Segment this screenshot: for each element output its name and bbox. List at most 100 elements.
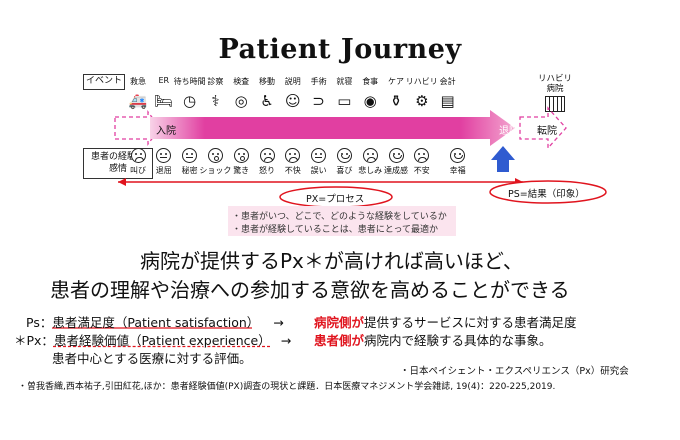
emotion-label: 誤い [310, 166, 327, 175]
ambulance-icon: 🚑 [128, 92, 148, 110]
headline-line-2: 患者の理解や治療への参加する意欲を高めることができる [50, 278, 570, 302]
event-label: 救急 [130, 77, 146, 86]
face-flat-icon [182, 147, 198, 163]
emotion-face-icon [448, 145, 468, 165]
headline-line-1: 病院が提供するPx＊が高ければ高いほど、 [140, 249, 523, 273]
exercise-bike-icon: ⚙ [415, 92, 429, 110]
reference-2: ・曽我香織,西本祐子,引田紅花,ほか：患者経験価値(PX)調査の現状と課題．日本… [18, 382, 556, 392]
face-mouth [134, 156, 144, 161]
doctor-icon: ☺ [284, 92, 301, 110]
emotion-label: 不快 [284, 166, 301, 175]
px-label: PX=プロセス [306, 194, 365, 205]
event-label: 診察 [207, 77, 224, 86]
face-frown-icon [362, 147, 378, 163]
face-smile-icon [450, 147, 466, 163]
reference-1: ・日本ペイシェント・エクスペリエンス（Px）研究会 [400, 366, 629, 377]
transfer-label: 転院 [537, 126, 557, 137]
emotion-label: 悲しみ [358, 166, 383, 175]
emotion-label: ショック [199, 166, 232, 175]
hospital-bed-icon: 🛏 [154, 92, 174, 110]
event-label: 会計 [439, 77, 456, 86]
event-label: 就寝 [336, 77, 353, 86]
event-label: ケア [388, 77, 404, 86]
event-label: ER [158, 76, 170, 85]
bed-icon: ▭ [337, 92, 352, 110]
emotion-face-icon [360, 145, 380, 165]
face-smile-icon [388, 147, 404, 163]
face-mouth [289, 156, 299, 161]
event-label: 食事 [362, 77, 379, 86]
event-row-label: イベント [83, 74, 125, 90]
ps-label: PS=結果（印象） [508, 189, 585, 200]
emotion-face-icon [309, 145, 329, 165]
face-mouth [263, 156, 273, 161]
emotion-label: 怒り [259, 166, 275, 175]
face-mouth [392, 154, 402, 159]
face-flat-icon [156, 147, 172, 163]
emotion-label: 驚き [233, 166, 250, 175]
clock-icon: ◷ [183, 92, 197, 110]
ps-ellipse [489, 180, 607, 204]
face-frown-icon [414, 147, 430, 163]
stethoscope-icon: ⚕ [211, 92, 220, 110]
meal-icon: ◉ [363, 92, 377, 110]
emotion-face-icon [128, 145, 148, 165]
emotion-label: 秘密 [181, 166, 198, 175]
rehab-hospital-label: リハビリ 病院 [537, 74, 572, 94]
px-description: 患者側が病院内で経験する具体的な事象。 [314, 333, 552, 348]
face-frown-icon [130, 147, 146, 163]
face-o-icon [233, 147, 249, 163]
emotion-face-icon [386, 145, 406, 165]
transfer-dashed-arrow [519, 106, 567, 150]
discharge-label: 退院 [499, 126, 519, 137]
emotion-label: 退屈 [155, 166, 172, 175]
emotion-label: 幸福 [449, 166, 466, 175]
ps-description: 病院側が提供するサービスに対する患者満足度 [314, 315, 577, 330]
face-smile-icon [336, 147, 352, 163]
face-mouth [213, 155, 219, 161]
event-label: 説明 [284, 77, 301, 86]
emotion-face-icon [154, 145, 174, 165]
px-question-2: ・患者が経験していることは、患者にとって最適か [232, 225, 439, 235]
scanner-icon: ◎ [234, 92, 248, 110]
event-label: 検査 [233, 77, 250, 86]
face-frown-icon [285, 147, 301, 163]
stomach-icon: ⊃ [312, 92, 325, 110]
event-label: 移動 [259, 77, 275, 86]
invoice-icon: ▤ [440, 92, 455, 110]
face-mouth [366, 156, 376, 161]
px-question-box [228, 206, 456, 236]
px-definition: ＊Px：患者経験価値（Patient experience） → [14, 333, 292, 348]
emotion-face-icon [334, 145, 354, 165]
face-mouth [315, 156, 323, 158]
face-mouth [418, 156, 428, 161]
face-mouth [186, 156, 194, 158]
iv-drip-icon: ⚱ [389, 92, 403, 110]
px-sub-description: 患者中心とする医療に対する評価。 [52, 351, 252, 366]
wheelchair-icon: ♿ [260, 92, 274, 110]
face-mouth [160, 156, 168, 158]
face-frown-icon [259, 147, 275, 163]
inpatient-arrow [150, 110, 515, 146]
emotion-label: 叫び [130, 166, 146, 175]
emotion-face-icon [257, 145, 277, 165]
emotion-label: 不安 [413, 166, 430, 175]
emotion-face-icon [283, 145, 303, 165]
emotion-label: 喜び [336, 166, 353, 175]
page-title: Patient Journey [218, 34, 462, 65]
face-o-icon [207, 147, 223, 163]
event-label: リハビリ [405, 77, 438, 86]
rehab-hospital-icon [545, 96, 565, 112]
face-mouth [340, 154, 350, 159]
emotion-label: 達成感 [384, 166, 408, 175]
event-label: 待ち時間 [173, 77, 206, 86]
result-blue-arrow [491, 146, 515, 172]
ps-definition: Ps：患者満足度（Patient satisfaction） → [26, 315, 284, 330]
emotion-face-icon [231, 145, 251, 165]
face-mouth [239, 155, 245, 161]
face-flat-icon [311, 147, 327, 163]
emotion-face-icon [205, 145, 225, 165]
px-question-1: ・患者がいつ、どこで、どのような経験をしているか [232, 212, 447, 222]
emotion-face-icon [412, 145, 432, 165]
